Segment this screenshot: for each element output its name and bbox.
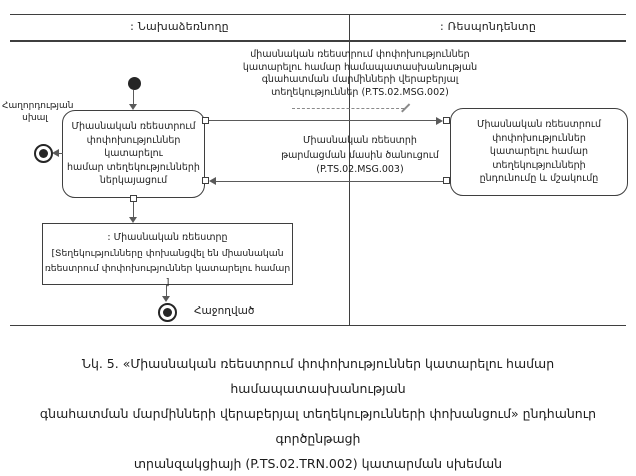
swimlane-header-respondent: : Ռեսպոնդենտը [439, 20, 537, 33]
flow-msg003-line [216, 181, 443, 183]
activity-diagram: : Նախաձեռնողը : Ռեսպոնդենտը միասնական ռե… [2, 14, 628, 471]
output-pin-left-activity-down [130, 195, 137, 202]
arrowhead-down-icon [129, 217, 137, 223]
flow-initial-to-left-activity [133, 90, 135, 104]
activity-submit-information: Միասնական ռեեստրում փոփոխություններ կատա… [62, 110, 205, 198]
error-final-label: Հաղորդության սխալ [2, 101, 74, 123]
frame-top-line [10, 14, 626, 15]
output-pin-right-activity-bottom [443, 177, 450, 184]
success-final-node-core-icon [163, 308, 172, 317]
flow-msg002-line [209, 120, 436, 122]
output-pin-left-activity-top [202, 117, 209, 124]
flow-to-error-final-line [58, 153, 63, 155]
initial-node-icon [128, 77, 141, 90]
header-separator-line [10, 40, 626, 42]
object-node-unified-registry: : Միասնական ռեեստրը [Տեղեկությունները փո… [42, 223, 293, 288]
error-final-node-core-icon [39, 149, 48, 158]
struck-annotation-dashes [292, 108, 404, 109]
arrowhead-down-icon [129, 104, 137, 110]
flow-label-msg003: Միասնական ռեեստրի թարմացման մասին ծանուց… [281, 135, 439, 175]
lane-divider [349, 14, 350, 326]
arrowhead-left-icon [209, 177, 216, 185]
arrowhead-right-icon [436, 117, 443, 125]
success-final-label: Հաջողված [194, 305, 255, 317]
input-pin-right-activity-top [443, 117, 450, 124]
input-pin-left-activity-bottom [202, 177, 209, 184]
object-node-title: : Միասնական ռեեստրը [107, 232, 228, 243]
flow-left-activity-to-registry-line [133, 202, 135, 218]
arrowhead-left-icon [52, 149, 59, 157]
figure-caption: Նկ. 5. «Միասնական ռեեստրում փոփոխություն… [39, 356, 597, 471]
note-msg002: միասնական ռեեստրում փոփոխություններ կատա… [242, 49, 478, 98]
swimlane-header-initiator: : Նախաձեռնողը [130, 20, 229, 33]
activity-receive-process-information: Միասնական ռեեստրում փոփոխություններ կատա… [450, 108, 628, 196]
object-node-state: [Տեղեկությունները փոխանցվել են միասնական… [44, 248, 291, 288]
frame-bottom-line [10, 325, 626, 326]
arrowhead-down-icon [162, 296, 170, 302]
flow-registry-to-success-line [166, 285, 168, 297]
